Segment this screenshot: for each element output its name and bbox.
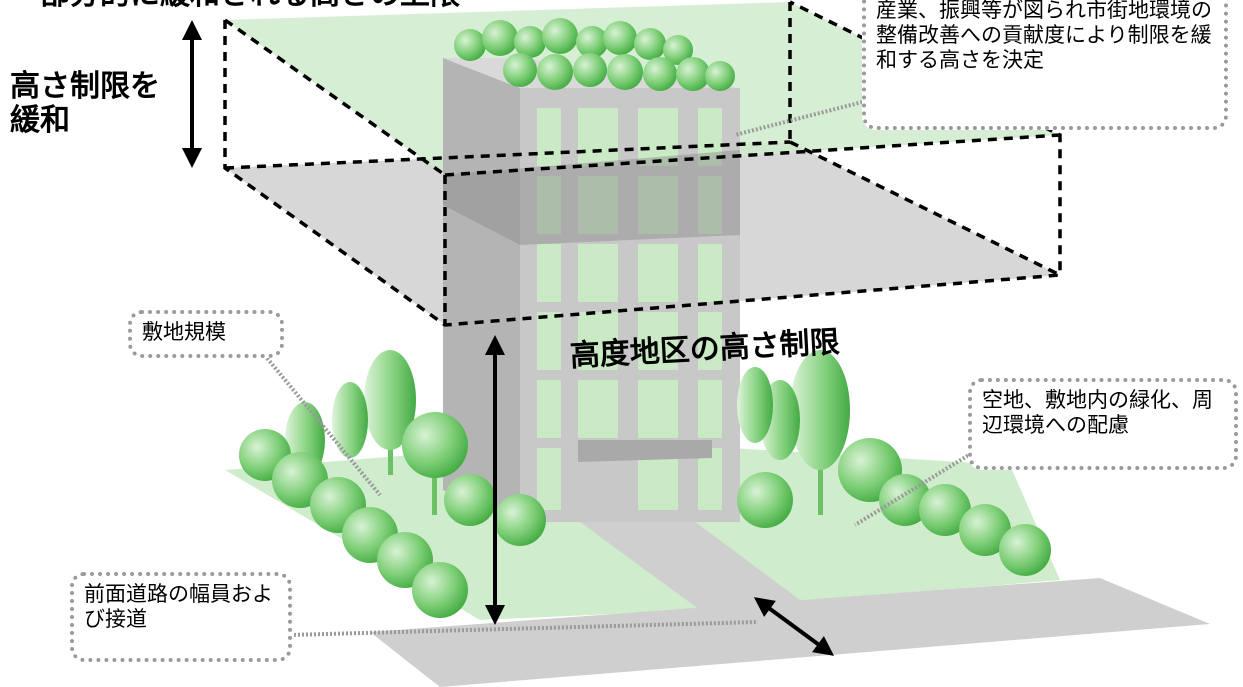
open-space-leader — [853, 443, 987, 527]
site-scale-callout: 敷地規模 — [128, 310, 284, 358]
entrance-canopy — [578, 440, 712, 462]
entrance-path — [580, 518, 800, 610]
open-space-callout: 空地、敷地内の緑化、周辺環境への配慮 — [968, 378, 1238, 470]
industry-leader — [734, 98, 871, 137]
height-envelope-lines — [223, 0, 1062, 327]
relax-height-label: 高さ制限を緩和 — [10, 69, 160, 138]
cut-off-header: 部分的に緩和される高さの上限 — [0, 0, 820, 14]
rooftop-trees — [454, 18, 735, 91]
trees-left — [239, 350, 546, 618]
industry-callout: 産業、振興等が図られ市街地環境の整備改善への貢献度により制限を緩和する高さを決定 — [862, 0, 1228, 130]
road-width-callout: 前面道路の幅員および接道 — [70, 572, 292, 662]
trees-right — [737, 350, 1051, 576]
site-scale-leader — [260, 350, 382, 497]
building — [443, 58, 740, 522]
road-width-arrow — [753, 597, 835, 656]
